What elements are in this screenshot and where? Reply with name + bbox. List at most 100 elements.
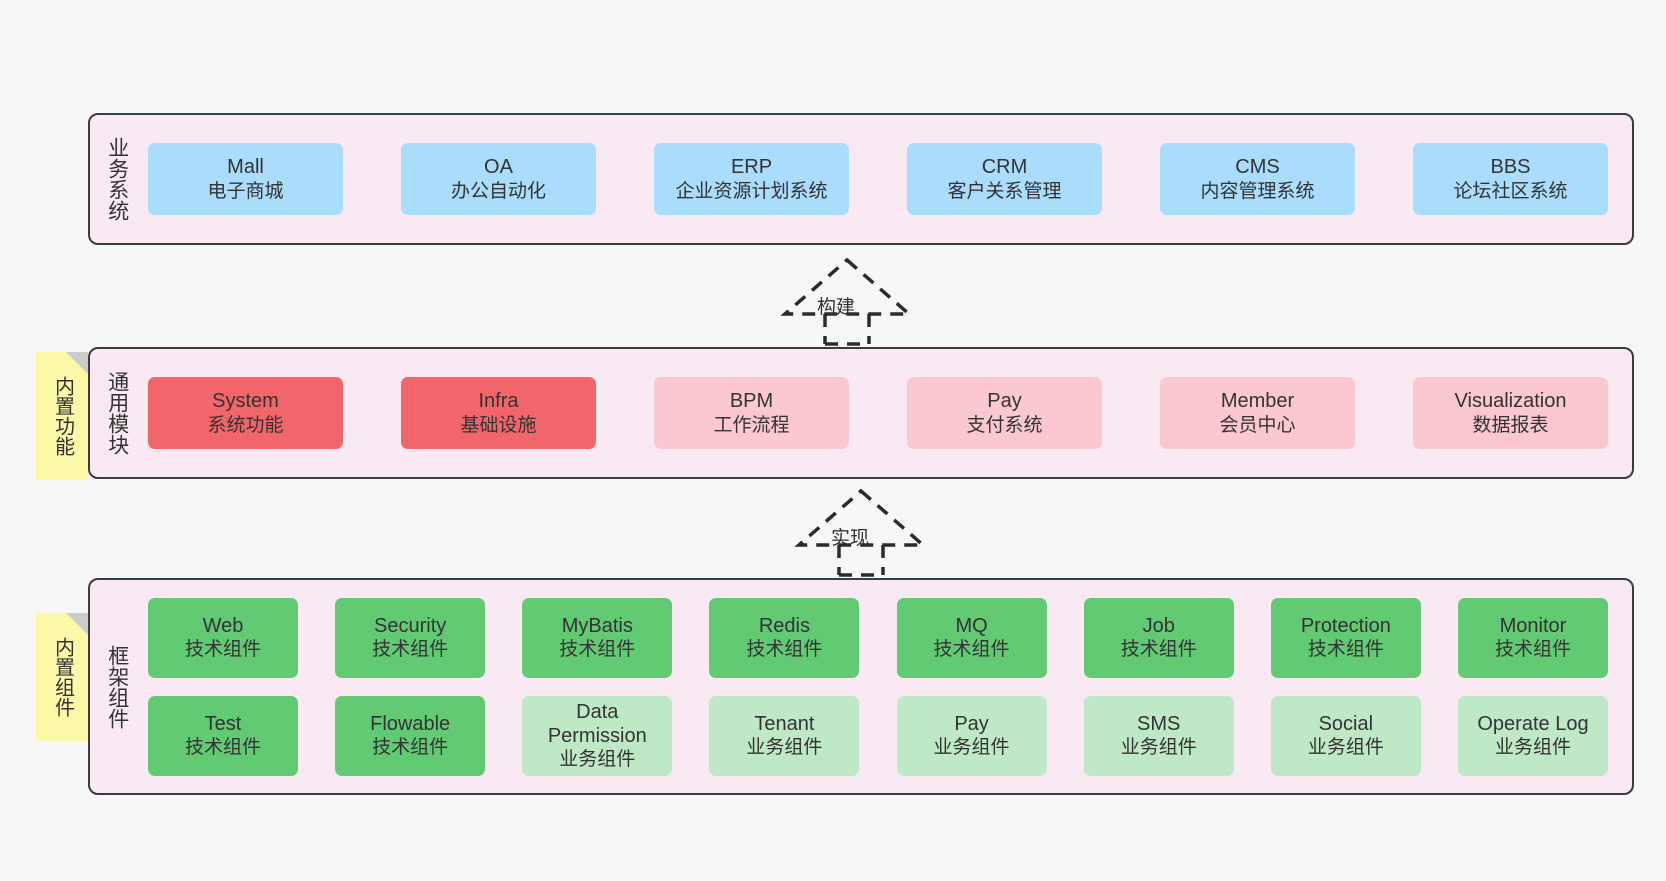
connector-label-implement: 实现 <box>831 528 870 549</box>
sticky-note-fold-icon <box>66 613 88 635</box>
card-name: Monitor <box>1499 614 1567 637</box>
sticky-note-framework: 内置组件 <box>36 613 88 741</box>
card-name: MyBatis <box>561 614 633 637</box>
card-subtitle: 基础设施 <box>460 414 537 436</box>
card-name: Test <box>204 712 242 735</box>
sticky-note-fold-icon <box>66 352 88 374</box>
card-subtitle: 业务组件 <box>559 749 636 771</box>
card-name: Pay <box>987 390 1022 413</box>
card-subtitle: 电子商城 <box>207 180 284 202</box>
card-subtitle: 论坛社区系统 <box>1453 180 1568 202</box>
card-name: Protection <box>1300 614 1391 637</box>
card-subtitle: 工作流程 <box>713 414 790 436</box>
card-subtitle: 技术组件 <box>372 737 449 759</box>
card-name: Tenant <box>754 712 815 735</box>
card-name: Flowable <box>370 712 451 735</box>
card-subtitle: 办公自动化 <box>450 180 546 202</box>
card-subtitle: 业务组件 <box>1307 737 1384 759</box>
sticky-note-label: 内置功能 <box>51 376 74 456</box>
card-subtitle: 业务组件 <box>1494 737 1571 759</box>
card-subtitle: 技术组件 <box>1120 639 1197 661</box>
generalization-arrow-icon <box>780 257 914 346</box>
connector-label-build: 构建 <box>817 297 856 318</box>
card-name: MQ <box>955 614 988 637</box>
card-name: Visualization <box>1454 390 1567 413</box>
card-subtitle: 技术组件 <box>184 639 261 661</box>
connector-build <box>758 256 936 346</box>
card-subtitle: 客户关系管理 <box>947 180 1062 202</box>
card-subtitle: 技术组件 <box>1494 639 1571 661</box>
card-name: CRM <box>981 156 1028 179</box>
card-subtitle: 技术组件 <box>559 639 636 661</box>
card-name: OA <box>484 156 513 179</box>
card-name: ERP <box>730 156 773 179</box>
card-name: BPM <box>729 390 774 413</box>
card-subtitle: 技术组件 <box>933 639 1010 661</box>
card-subtitle: 业务组件 <box>746 737 823 759</box>
card-subtitle: 业务组件 <box>1120 737 1197 759</box>
connector-implement <box>772 487 950 577</box>
card-name: Pay <box>954 712 989 735</box>
card-name: Data Permission <box>547 700 647 747</box>
layer-title-framework: 框架组件 <box>105 644 129 729</box>
card-name: BBS <box>1490 156 1531 179</box>
layer-title-modules: 通用模块 <box>105 371 129 455</box>
card-subtitle: 企业资源计划系统 <box>675 180 828 202</box>
card-name: System <box>212 390 279 413</box>
card-name: Member <box>1220 390 1295 413</box>
card-subtitle: 业务组件 <box>933 737 1010 759</box>
card-name: CMS <box>1235 156 1280 179</box>
sticky-note-label: 内置组件 <box>51 637 74 717</box>
card-subtitle: 技术组件 <box>1307 639 1384 661</box>
card-name: Redis <box>758 614 810 637</box>
card-name: Mall <box>227 156 264 179</box>
card-name: SMS <box>1137 712 1181 735</box>
card-subtitle: 会员中心 <box>1219 414 1296 436</box>
card-subtitle: 支付系统 <box>966 414 1043 436</box>
card-subtitle: 系统功能 <box>207 414 284 436</box>
card-subtitle: 技术组件 <box>184 737 261 759</box>
card-subtitle: 内容管理系统 <box>1200 180 1315 202</box>
sticky-note-modules: 内置功能 <box>36 352 88 480</box>
card-name: Job <box>1142 614 1175 637</box>
